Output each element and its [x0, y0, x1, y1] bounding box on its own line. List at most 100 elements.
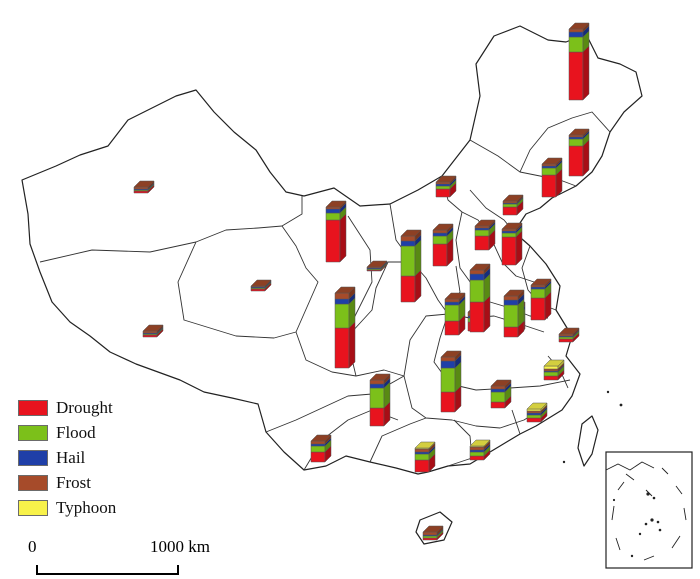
bar-top: [435, 175, 457, 183]
bar-segment-hail: [334, 292, 356, 305]
legend-item-flood: Flood: [18, 420, 116, 445]
bar-top: [250, 279, 272, 287]
bar-segment-drought: [503, 320, 525, 338]
bar-top: [503, 289, 525, 297]
legend-swatch-typhoon: [18, 499, 48, 516]
bar-segment-frost: [369, 373, 391, 385]
disaster-bar-stack: [502, 194, 524, 216]
bar-top: [133, 180, 155, 188]
bar-segment-drought: [133, 184, 155, 194]
bar-segment-typhoon: [526, 402, 548, 412]
bar-top: [366, 260, 388, 268]
legend-item-drought: Drought: [18, 395, 116, 420]
disaster-bar-stack: [366, 260, 388, 272]
disaster-bar-stack: [325, 200, 347, 263]
disaster-bar-stack: [558, 327, 580, 343]
disaster-bar-stack: [142, 324, 164, 338]
disaster-bar-stack: [501, 222, 523, 266]
disaster-bar-stack: [526, 402, 548, 423]
bar-top: [568, 128, 590, 136]
bar-top: [444, 292, 466, 300]
bar-segment-drought: [568, 45, 590, 101]
disaster-bar-stack: [432, 223, 454, 267]
disaster-bar-stack: [469, 263, 491, 333]
disaster-bar-stack: [334, 286, 356, 369]
legend-swatch-flood: [18, 424, 48, 441]
disaster-bars: [133, 22, 590, 541]
disaster-bar-stack: [530, 278, 552, 321]
bar-top: [414, 441, 436, 449]
disaster-bar-stack: [543, 359, 565, 381]
bar-segment-drought: [502, 200, 524, 216]
bar-top: [325, 200, 347, 208]
disaster-bar-stack: [133, 180, 155, 194]
disaster-bar-stack: [444, 292, 466, 336]
legend-swatch-hail: [18, 449, 48, 466]
disaster-bar-stack: [400, 229, 422, 303]
bar-top: [469, 263, 491, 271]
bar-top: [400, 229, 422, 237]
legend-swatch-drought: [18, 399, 48, 416]
bar-segment-flood: [444, 298, 466, 322]
legend-label: Frost: [56, 472, 91, 492]
bar-top: [543, 359, 565, 367]
legend-label: Flood: [56, 422, 96, 442]
bar-segment-flood: [530, 282, 552, 299]
bar-top: [432, 223, 454, 231]
disaster-bar-stack: [440, 350, 462, 413]
bar-top: [440, 350, 462, 358]
disaster-bar-stack: [490, 379, 512, 409]
inset-islands: [630, 492, 662, 558]
bar-top: [422, 525, 444, 533]
legend-item-hail: Hail: [18, 445, 116, 470]
disaster-bar-stack: [469, 439, 491, 461]
bar-top: [369, 373, 391, 381]
bar-segment-drought: [440, 385, 462, 413]
disaster-bar-stack: [310, 434, 332, 463]
bar-segment-hail: [503, 293, 525, 306]
disaster-bar-stack: [422, 525, 444, 541]
disaster-bar-stack: [503, 289, 525, 338]
disaster-bar-stack: [250, 279, 272, 292]
scale-bar-line: [36, 565, 179, 575]
inset-outline: [605, 461, 687, 561]
disaster-bar-stack: [414, 441, 436, 473]
bar-top: [490, 379, 512, 387]
bar-segment-drought: [325, 213, 347, 263]
disaster-bar-stack: [369, 373, 391, 427]
legend-label: Drought: [56, 397, 113, 417]
legend: Drought Flood Hail Frost Typhoon: [18, 395, 116, 520]
bar-segment-frost: [490, 379, 512, 390]
bar-segment-drought: [501, 230, 523, 266]
scale-end-label: 1000 km: [150, 537, 210, 556]
bar-segment-hail: [369, 377, 391, 389]
scale-start-label: 0: [28, 537, 37, 556]
bar-top: [142, 324, 164, 332]
disaster-bar-stack: [568, 22, 590, 101]
legend-swatch-frost: [18, 474, 48, 491]
bar-segment-frost: [469, 440, 491, 451]
bar-top: [502, 194, 524, 202]
bar-segment-flood: [503, 298, 525, 328]
scale-bar: 0 1000 km: [28, 537, 228, 577]
bar-segment-flood: [541, 161, 563, 176]
bar-segment-drought: [334, 321, 356, 369]
bar-segment-drought: [558, 332, 580, 343]
bar-top: [568, 22, 590, 30]
bar-segment-drought: [400, 269, 422, 303]
disaster-bar-stack: [474, 219, 496, 251]
bar-top: [469, 439, 491, 447]
bar-top: [501, 222, 523, 230]
bar-segment-frost: [310, 434, 332, 445]
bar-top: [310, 434, 332, 442]
inset-frame: [605, 451, 693, 569]
bar-top: [334, 286, 356, 294]
bar-top: [541, 157, 563, 165]
disaster-bar-stack: [541, 157, 563, 198]
bar-top: [474, 219, 496, 227]
legend-item-typhoon: Typhoon: [18, 495, 116, 520]
bar-segment-hail: [474, 221, 496, 231]
bar-segment-frost: [541, 157, 563, 167]
south-china-sea-inset: [605, 451, 693, 569]
